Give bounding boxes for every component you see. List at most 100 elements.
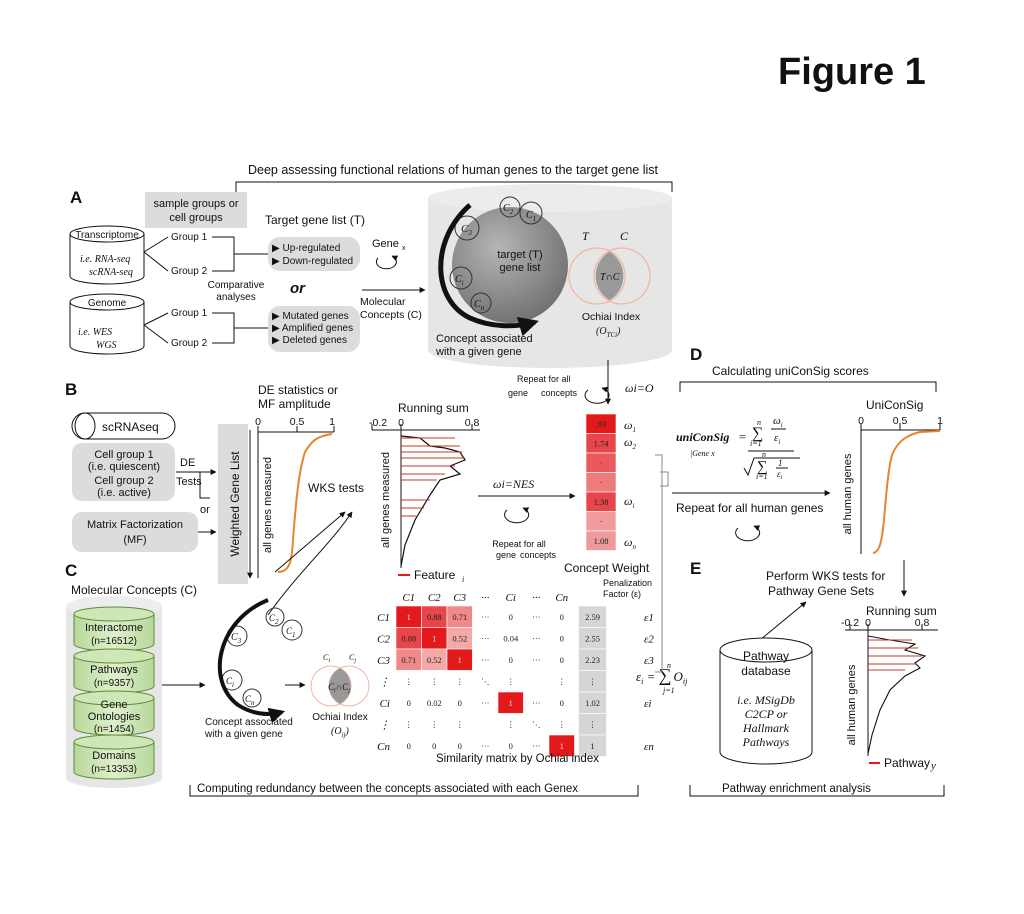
matrix-value: 0.71 (452, 612, 467, 622)
matrix-col-header: C3 (453, 592, 466, 604)
sample-groups-line1: sample groups or (154, 198, 239, 210)
repeat-loop-d (735, 525, 761, 542)
matrix-value: ⋮ (558, 720, 567, 730)
repeat-top-line1: Repeat for all (517, 374, 571, 384)
matrix-row-header: ⋮ (379, 677, 390, 689)
molecular-concepts-line1: Molecular (360, 296, 406, 308)
repeat-genex-line2: gene (496, 550, 516, 560)
molecular-concepts-line2: Concepts (C) (360, 309, 422, 321)
mf-line2: (MF) (123, 534, 146, 546)
matrix-value: ··· (481, 655, 490, 665)
panel-label-d: D (690, 345, 702, 364)
c1-c: C1 (286, 626, 296, 639)
group-branch-lines (143, 236, 270, 344)
deleted-genes: ▶ Deleted genes (272, 335, 347, 346)
feature-sub: i (462, 575, 464, 584)
matrix-value: 0 (458, 741, 462, 751)
rs-tick-neg: -0.2 (369, 417, 387, 429)
formula-sum-bottom: ∑ (757, 459, 768, 475)
running-sum-plot-e (845, 624, 938, 756)
formula-sub: |Gene x (690, 449, 715, 458)
header-e: Pathway enrichment analysis (722, 783, 871, 795)
matrix-value: ··· (532, 655, 541, 665)
cn-a: Cn (474, 299, 485, 312)
matrix-value: 1 (432, 634, 436, 644)
matrix-value: ⋮ (430, 720, 439, 730)
cn-c: Cn (245, 694, 255, 707)
matrix-value: 1 (560, 741, 564, 751)
matrix-value: 0 (560, 612, 564, 622)
repeat-all-human-genes: Repeat for all human genes (676, 501, 823, 515)
ci-c: Ci (226, 676, 234, 689)
transcriptome-cylinder (69, 225, 145, 285)
all-human-genes-d: all human genes (842, 453, 854, 534)
concept-assoc-a2: with a given gene (435, 346, 522, 358)
cdf-tick-1: 1 (329, 416, 335, 428)
genome-ie2: WGS (96, 340, 117, 351)
ochiai-c: Ochiai Index (312, 712, 368, 723)
rs-tick-0: 0 (398, 417, 404, 429)
all-genes-measured-b1: all genes measured (262, 457, 274, 553)
de-stat-line2: MF amplitude (258, 397, 331, 411)
matrix-row-header: C1 (377, 612, 390, 624)
venn-c-cj: Cj (349, 653, 356, 664)
matrix-cell (578, 734, 607, 757)
de-stat-line1: DE statistics or (258, 383, 338, 397)
matrix-value: ⋱ (532, 720, 541, 730)
matrix-value: 0 (407, 698, 411, 708)
genome-label: Genome (88, 298, 127, 309)
db-name: Ontologies (88, 711, 141, 723)
venn-intersection: T∩C (600, 272, 620, 283)
matrix-caption: Similarity matrix by Ochiai index (436, 753, 599, 765)
cdf-tick-05: 0.5 (290, 416, 305, 428)
de-line2: Tests (176, 476, 202, 488)
or-b: or (200, 504, 210, 516)
group2-b: Group 2 (171, 338, 208, 349)
matrix-value: 0.88 (427, 612, 442, 622)
venn-t: T (582, 229, 590, 243)
matrix-value: 0.88 (401, 634, 416, 644)
transcriptome-label: Transcriptome (75, 230, 139, 241)
matrix-value: ⋱ (481, 677, 490, 687)
matrix-value: ⋮ (456, 677, 465, 687)
weighted-gene-list-bar (218, 424, 248, 584)
e-tick-08: 0.8 (915, 617, 930, 629)
weight-value: · (600, 458, 603, 468)
scrnaseq-tube (71, 412, 176, 440)
venn-diagram-c (310, 665, 370, 707)
matrix-value: 2.55 (585, 634, 600, 644)
matrix-value: 0 (509, 741, 513, 751)
epsilon-label: ε2 (644, 634, 654, 646)
ci-a: Ci (455, 274, 464, 287)
concept-sweep-arrow-a (438, 203, 539, 337)
target-sphere (452, 207, 568, 323)
rs-tick-08: 0.8 (465, 417, 480, 429)
cell-group2-ie: (i.e. active) (97, 487, 151, 499)
matrix-value: ⋮ (588, 720, 597, 730)
matrix-value: ··· (532, 741, 541, 751)
group1-a: Group 1 (171, 232, 208, 243)
venn-c-inter: Ci∩Cj (328, 682, 350, 694)
matrix-value: ··· (481, 698, 490, 708)
sample-groups-line2: cell groups (169, 212, 223, 224)
matrix-value: 0 (560, 698, 564, 708)
matrix-value: 0.02 (427, 698, 442, 708)
formula-label: uniConSig (676, 430, 729, 444)
cell-group2: Cell group 2 (94, 475, 153, 487)
mutation-box (268, 306, 360, 352)
weight-cell (585, 530, 617, 551)
db-name: Gene (101, 699, 128, 711)
concept-circles-a (449, 196, 543, 314)
c2-a: C2 (503, 203, 514, 216)
ochiai-a: Ochiai Index (582, 311, 641, 323)
pathway-database-cylinder (719, 637, 813, 765)
repeat-top-line2: gene (508, 388, 528, 398)
header-e-bracket (689, 785, 945, 797)
weight-value: .93 (596, 419, 607, 429)
matrix-value: ⋮ (507, 720, 516, 730)
omega-2: ω2 (624, 435, 636, 451)
group1-b: Group 1 (171, 308, 208, 319)
